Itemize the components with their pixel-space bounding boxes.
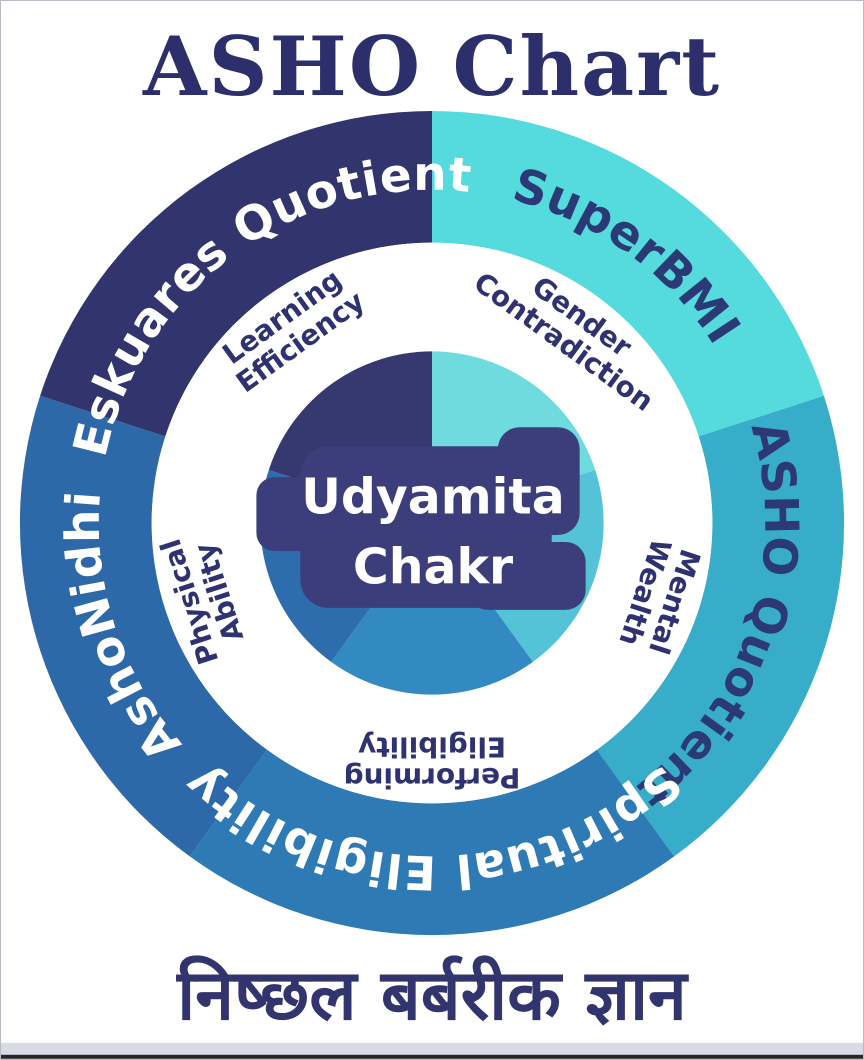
center-blob [256, 427, 586, 610]
footer-caption: निष्छल बर्बरीक ज्ञान [175, 955, 689, 1036]
segment-superbmi [432, 110, 824, 437]
inner-label-performing-line1: Performing [344, 761, 521, 794]
segment-spiritual-eligibility [189, 749, 675, 936]
bottom-edge-line [1, 1054, 863, 1059]
segment-eskuares-quotient [40, 110, 433, 437]
center-label-line1: Udyamita [301, 469, 565, 526]
center-blob-body [300, 446, 552, 608]
inner-label-performing-line2: Eligibility [358, 731, 506, 764]
center-label-line2: Chakr [353, 538, 513, 595]
segment-ashonidhi [19, 395, 268, 857]
page-title: ASHO Chart [142, 19, 721, 115]
segment-asho-quotient [596, 395, 845, 857]
center-label: Udyamita Chakr [301, 469, 565, 596]
hub-sector-spiritual [331, 523, 533, 695]
bottom-strip [1, 1042, 863, 1055]
inner-label-performing-eligibility: Performing Eligibility [344, 731, 521, 795]
